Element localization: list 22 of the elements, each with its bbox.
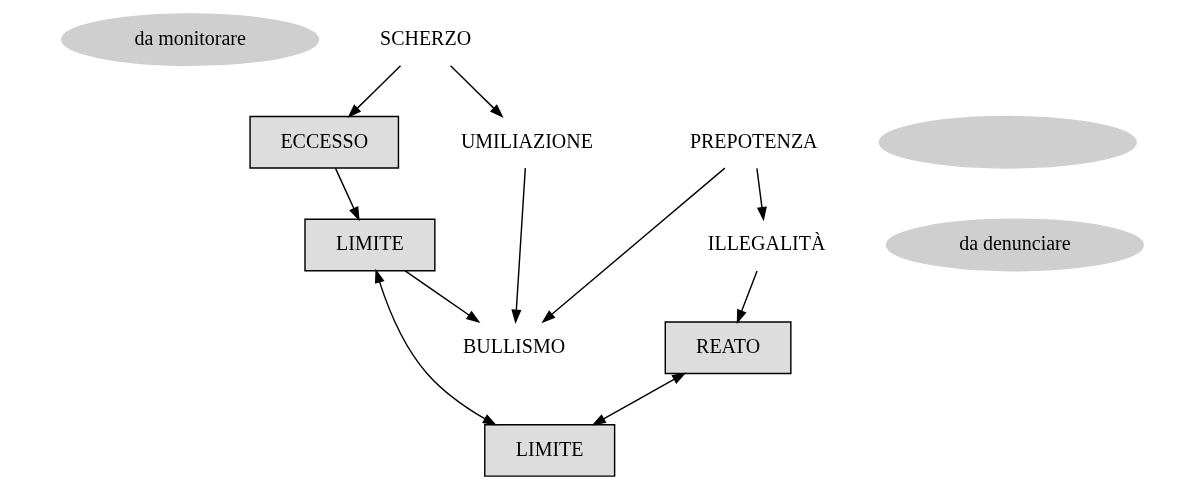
- node-ellipse: [878, 115, 1137, 169]
- arrow: [334, 167, 360, 222]
- arrow: [510, 167, 526, 324]
- node-text: ILLEGALITÀ: [707, 232, 825, 255]
- node-box: REATO: [664, 321, 792, 375]
- arrow: [374, 268, 497, 426]
- arrow: [736, 270, 758, 324]
- node-box: LIMITE: [483, 424, 615, 477]
- arrow: [403, 270, 480, 323]
- node-text: SCHERZO: [379, 26, 471, 49]
- arrow: [346, 64, 401, 118]
- arrow: [755, 167, 767, 222]
- node-box: ECCESSO: [248, 115, 399, 169]
- arrow: [540, 167, 726, 324]
- node-box: LIMITE: [303, 218, 436, 272]
- node-text: PREPOTENZA: [689, 129, 818, 152]
- node-ellipse: da monitorare: [60, 13, 319, 66]
- node-text: UMILIAZIONE: [460, 129, 593, 152]
- arrow: [449, 64, 504, 118]
- node-text: BULLISMO: [462, 335, 565, 358]
- node-ellipse: da denunciare: [885, 218, 1144, 272]
- arrow: [591, 372, 686, 426]
